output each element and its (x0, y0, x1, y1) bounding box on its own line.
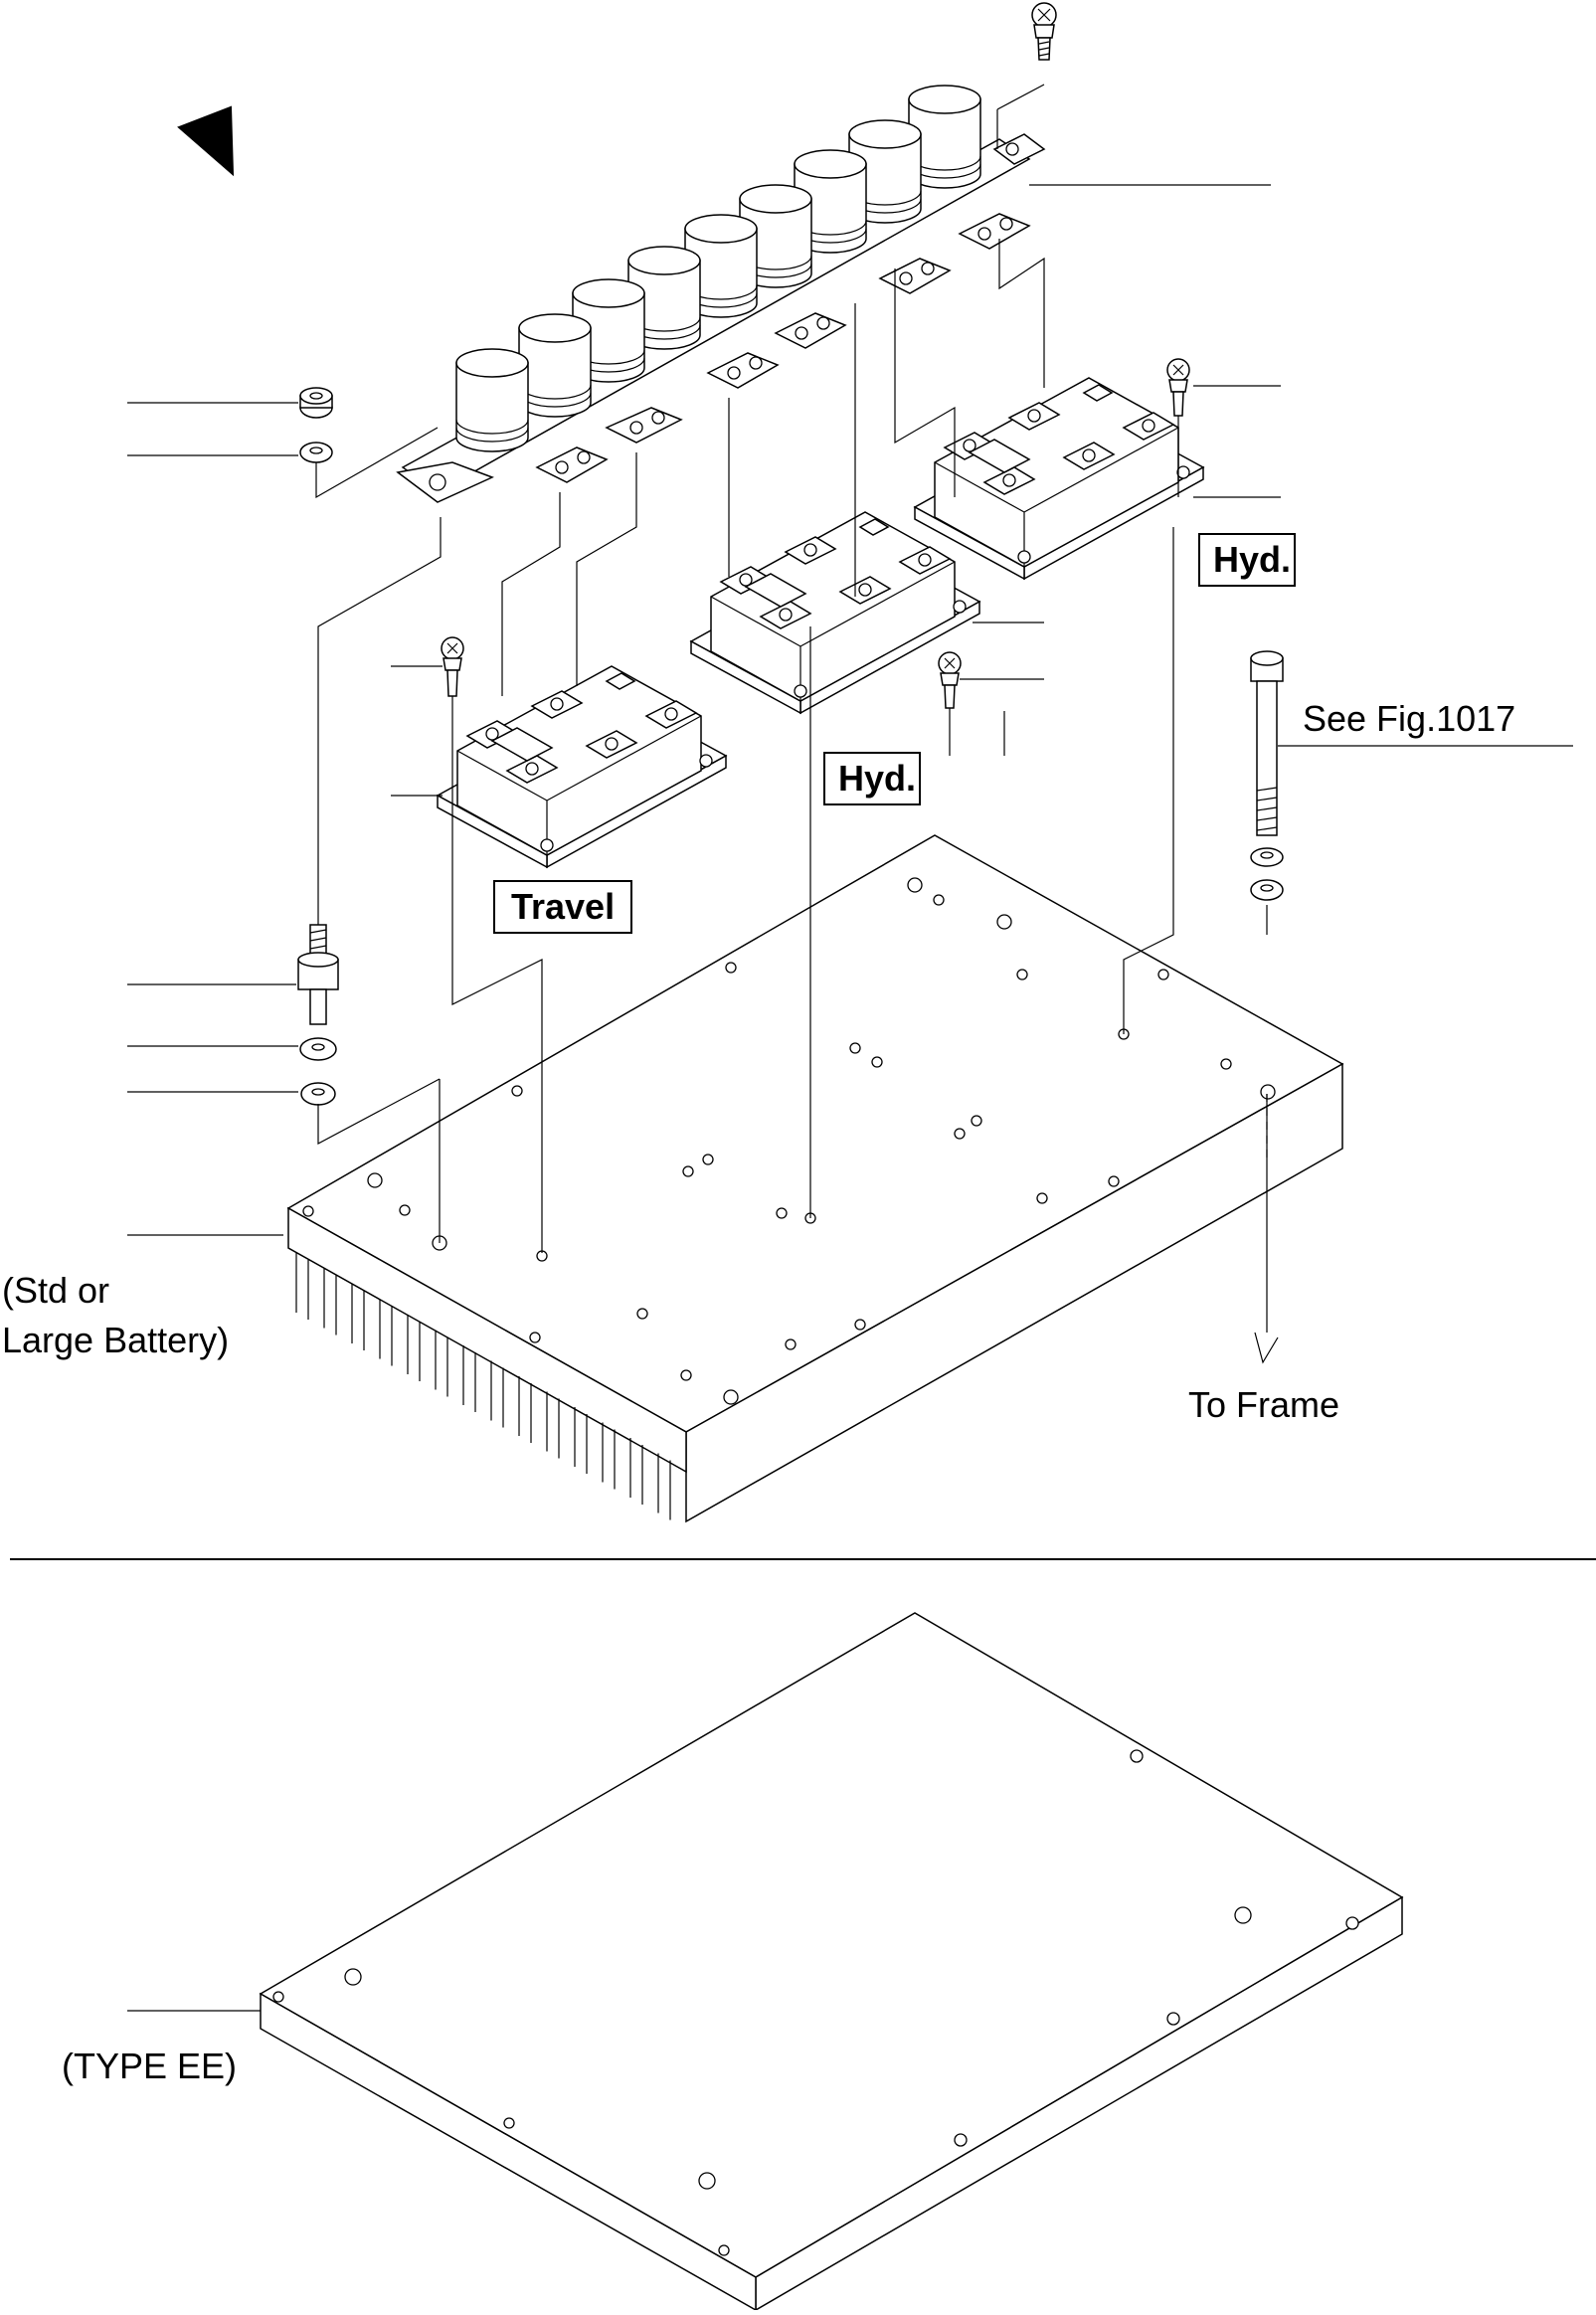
hyd-lower-label: Hyd. (838, 758, 916, 799)
capacitors (455, 85, 981, 452)
screw-hyd-upper (1166, 358, 1190, 417)
capacitor-bus-assembly (396, 85, 1046, 503)
hyd-upper-label-box (1198, 533, 1296, 587)
leader-lines (127, 184, 1573, 2012)
module-hyd-upper (913, 377, 1205, 581)
washer-left (299, 442, 333, 463)
lock-washer-standoff (300, 1082, 336, 1106)
capacitor (455, 348, 529, 452)
base-plate-type-ee (259, 1612, 1404, 2312)
bus-terminal-tabs (396, 133, 1046, 503)
capacitor (848, 119, 922, 224)
travel-label: Travel (511, 886, 615, 927)
hyd-lower-label-box (823, 752, 921, 805)
module-travel (436, 665, 728, 869)
travel-label-box (493, 880, 632, 934)
nut-left (299, 387, 333, 419)
long-bolt (1250, 650, 1284, 901)
std-battery-label-line2: Large Battery) (2, 1320, 229, 1360)
heatsink-fins (295, 1253, 671, 1520)
washer-standoff (299, 1037, 337, 1061)
screw-hyd-lower (938, 651, 962, 709)
screw-top (1031, 2, 1057, 61)
power-modules (436, 377, 1205, 869)
see-fig-label: See Fig.1017 (1303, 698, 1515, 739)
standoff-left (297, 924, 339, 1025)
to-frame-label: To Frame (1188, 1384, 1339, 1425)
capacitor (794, 149, 867, 254)
module-hyd-lower (689, 511, 981, 715)
screw-travel (441, 636, 464, 697)
capacitor (739, 184, 812, 288)
assembly-guide-lines (315, 84, 1279, 1364)
std-battery-label-line1: (Std or (2, 1270, 109, 1311)
capacitor (684, 214, 758, 318)
triangle-arrow-icon (177, 105, 235, 177)
hyd-upper-label: Hyd. (1213, 539, 1291, 580)
type-ee-label: (TYPE EE) (62, 2046, 237, 2086)
capacitor (518, 313, 592, 418)
capacitor (908, 85, 981, 189)
heatsink-finned (286, 834, 1344, 1523)
